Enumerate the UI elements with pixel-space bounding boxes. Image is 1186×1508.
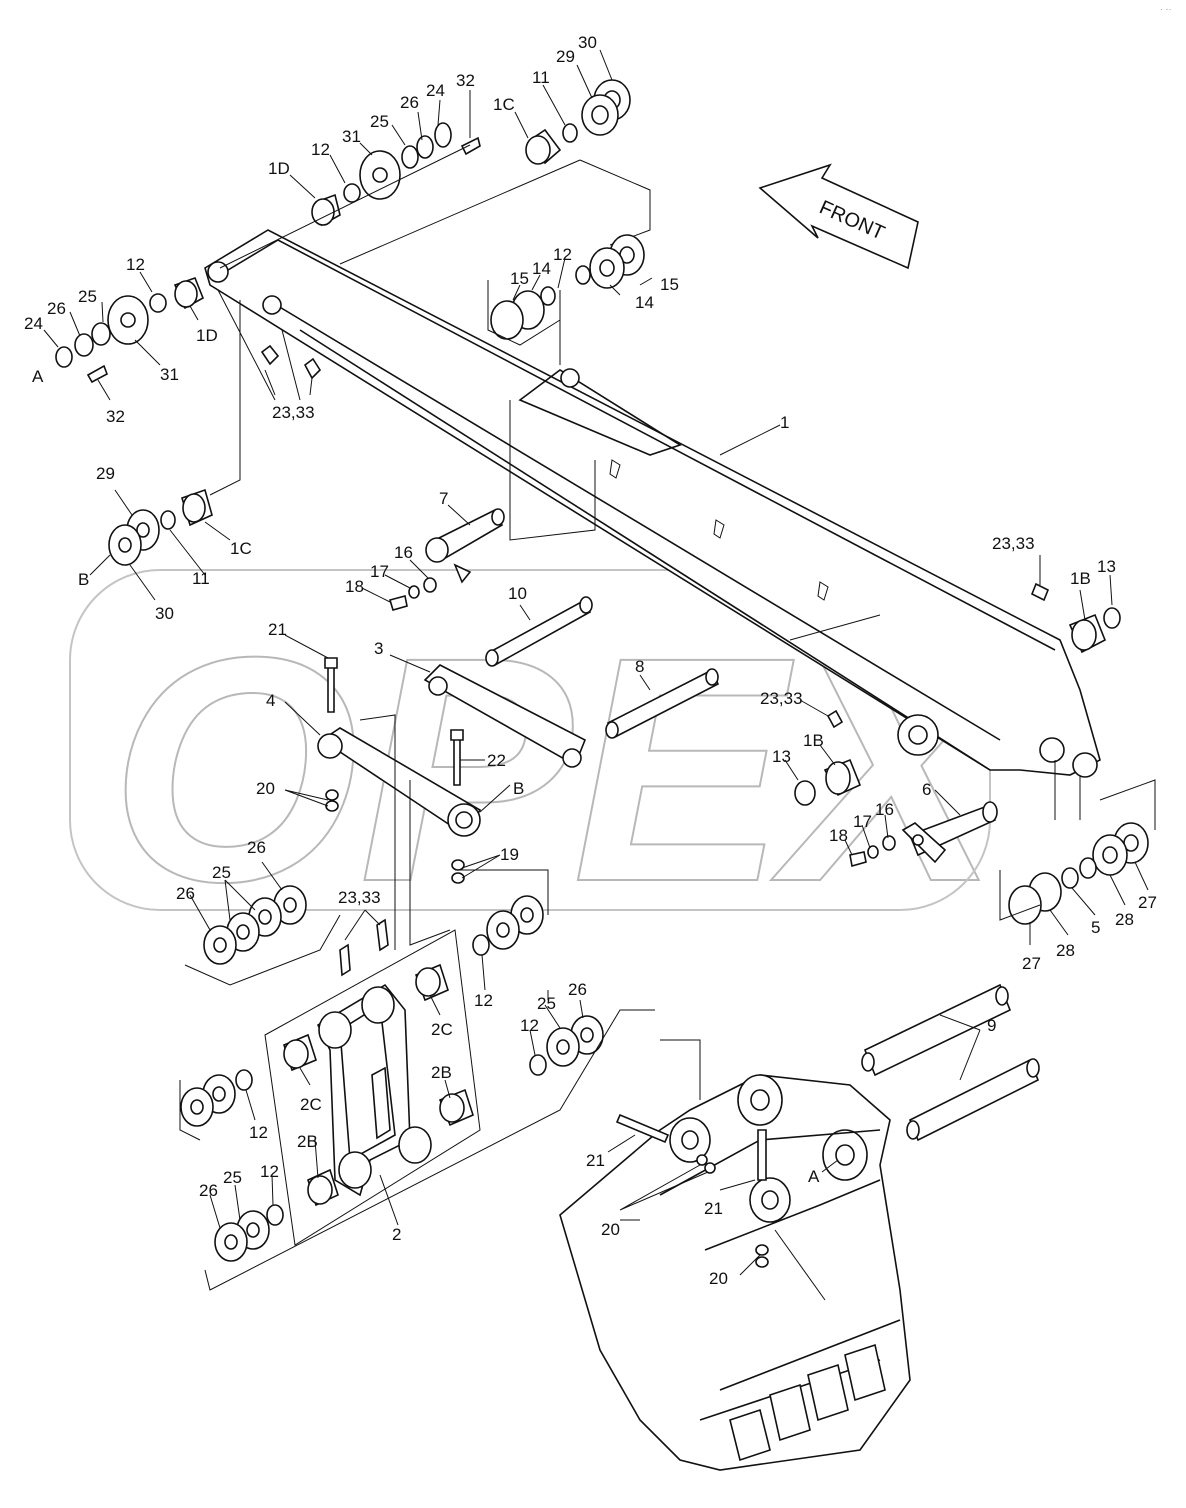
- part-label: 23,33: [760, 689, 803, 708]
- part-label: 1D: [196, 326, 218, 345]
- part-label: 4: [266, 691, 275, 710]
- part-label: 2C: [431, 1020, 453, 1039]
- left-upper-parts: [55, 276, 322, 496]
- part-label: 24: [426, 81, 445, 100]
- part-label: 17: [370, 562, 389, 581]
- part-label: 24: [24, 314, 43, 333]
- part-label: 25: [223, 1168, 242, 1187]
- link-2-parts: [179, 869, 655, 1291]
- part-label: 18: [829, 826, 848, 845]
- part-label: 9: [987, 1016, 996, 1035]
- part-label: 11: [192, 569, 210, 588]
- part-label: 20: [601, 1220, 620, 1239]
- part-label: 2: [392, 1225, 401, 1244]
- part-label: A: [808, 1167, 820, 1186]
- part-label: 2B: [431, 1063, 452, 1082]
- part-label: 5: [1091, 918, 1100, 937]
- part-label: 12: [260, 1162, 279, 1181]
- part-label: 25: [537, 994, 556, 1013]
- part-label: 26: [176, 884, 195, 903]
- part-label: 12: [474, 991, 493, 1010]
- part-label: 11: [532, 68, 550, 87]
- corner-mark: · ··: [1160, 4, 1172, 14]
- part-label: 17: [853, 812, 872, 831]
- part-label: 23,33: [338, 888, 381, 907]
- part-label: A: [32, 367, 44, 386]
- part-label: 14: [532, 259, 551, 278]
- part-label: 1B: [1070, 569, 1091, 588]
- part-label: 1: [780, 413, 789, 432]
- part-label: 22: [487, 751, 506, 770]
- part-label: 30: [155, 604, 174, 623]
- leader-lines: [43, 49, 1149, 1276]
- left-middle-parts: [108, 488, 213, 566]
- part-label: 1C: [230, 539, 252, 558]
- part-label: 7: [439, 489, 448, 508]
- part-label: 19: [500, 845, 519, 864]
- part-label: 27: [1022, 954, 1041, 973]
- part-label: 21: [704, 1199, 723, 1218]
- part-label: 21: [268, 620, 287, 639]
- part-label: 2C: [300, 1095, 322, 1114]
- part-label: 2B: [297, 1132, 318, 1151]
- part-label: 8: [635, 657, 644, 676]
- left-lower-parts: [184, 885, 389, 986]
- arm-body: [204, 229, 1101, 778]
- part-label: 29: [96, 464, 115, 483]
- middle-pins-links: [317, 508, 720, 950]
- part-label: 32: [106, 407, 125, 426]
- part-label: 25: [212, 863, 231, 882]
- part-label: 28: [1115, 910, 1134, 929]
- part-label: 10: [508, 584, 527, 603]
- part-label: 26: [568, 980, 587, 999]
- part-label: 27: [1138, 893, 1157, 912]
- part-label: B: [78, 570, 89, 589]
- part-label: 26: [47, 299, 66, 318]
- part-label: 12: [126, 255, 145, 274]
- part-label: 30: [578, 33, 597, 52]
- part-label: 26: [199, 1181, 218, 1200]
- bucket: [559, 983, 1040, 1471]
- part-label: 31: [342, 127, 361, 146]
- part-label: B: [513, 779, 524, 798]
- part-label: 25: [78, 287, 97, 306]
- part-label: 26: [400, 93, 419, 112]
- part-label: 20: [256, 779, 275, 798]
- part-label: 1C: [493, 95, 515, 114]
- right-upper-parts: [487, 234, 645, 365]
- part-label: 18: [345, 577, 364, 596]
- part-label: 25: [370, 112, 389, 131]
- part-label: 26: [247, 838, 266, 857]
- part-label: 16: [875, 800, 894, 819]
- part-label: 1B: [803, 731, 824, 750]
- front-arrow-icon: FRONT: [758, 163, 919, 270]
- part-label: 15: [660, 275, 679, 294]
- part-label: 13: [1097, 557, 1116, 576]
- part-label: 20: [709, 1269, 728, 1288]
- part-label: 29: [556, 47, 575, 66]
- part-label: 12: [311, 140, 330, 159]
- part-label: 16: [394, 543, 413, 562]
- part-label: 21: [586, 1151, 605, 1170]
- part-label: 3: [374, 639, 383, 658]
- part-label: 28: [1056, 941, 1075, 960]
- part-labels: 30 29 11 1C 32 24 26 25 31 12 1D 12 15 1…: [24, 33, 1157, 1288]
- part-label: 12: [553, 245, 572, 264]
- part-label: 31: [160, 365, 179, 384]
- part-label: 12: [249, 1123, 268, 1142]
- upper-parts: [219, 79, 651, 269]
- part-label: 23,33: [992, 534, 1035, 553]
- part-label: 6: [922, 780, 931, 799]
- part-label: 15: [510, 269, 529, 288]
- part-label: 1D: [268, 159, 290, 178]
- right-middle-parts: [794, 582, 1156, 925]
- part-label: 14: [635, 293, 654, 312]
- part-label: 12: [520, 1016, 539, 1035]
- part-label: 32: [456, 71, 475, 90]
- part-label: 13: [772, 747, 791, 766]
- part-label: 23,33: [272, 403, 315, 422]
